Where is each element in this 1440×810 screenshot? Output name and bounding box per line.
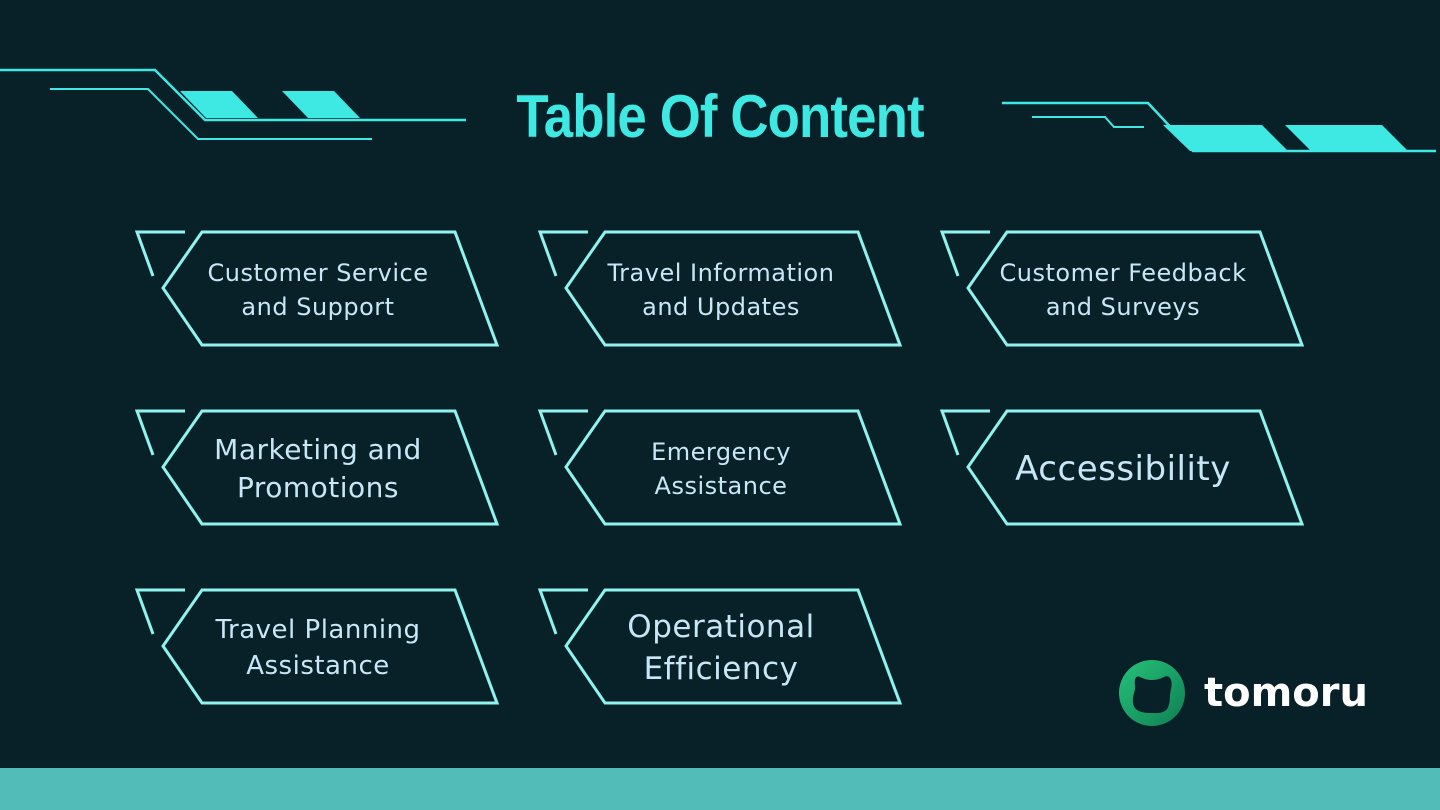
card-frame (135, 588, 500, 705)
bottom-bar (0, 768, 1440, 810)
toc-item-accessibility: Accessibility (940, 409, 1310, 529)
header-decoration-right (1002, 101, 1436, 153)
card-frame (135, 230, 500, 347)
card-frame (940, 409, 1305, 526)
card-frame (538, 230, 903, 347)
toc-item-label: Accessibility (1015, 449, 1231, 489)
card-frame (538, 588, 903, 705)
card-frame (940, 230, 1305, 347)
page-title: Table Of Content (516, 83, 924, 150)
brand-name: tomoru (1204, 670, 1368, 716)
card-frame (538, 409, 903, 526)
card-frame (135, 409, 500, 526)
brand-logo: tomoru (1118, 658, 1368, 728)
header-decoration-left (0, 68, 466, 140)
tomoru-logo-icon (1119, 660, 1185, 726)
